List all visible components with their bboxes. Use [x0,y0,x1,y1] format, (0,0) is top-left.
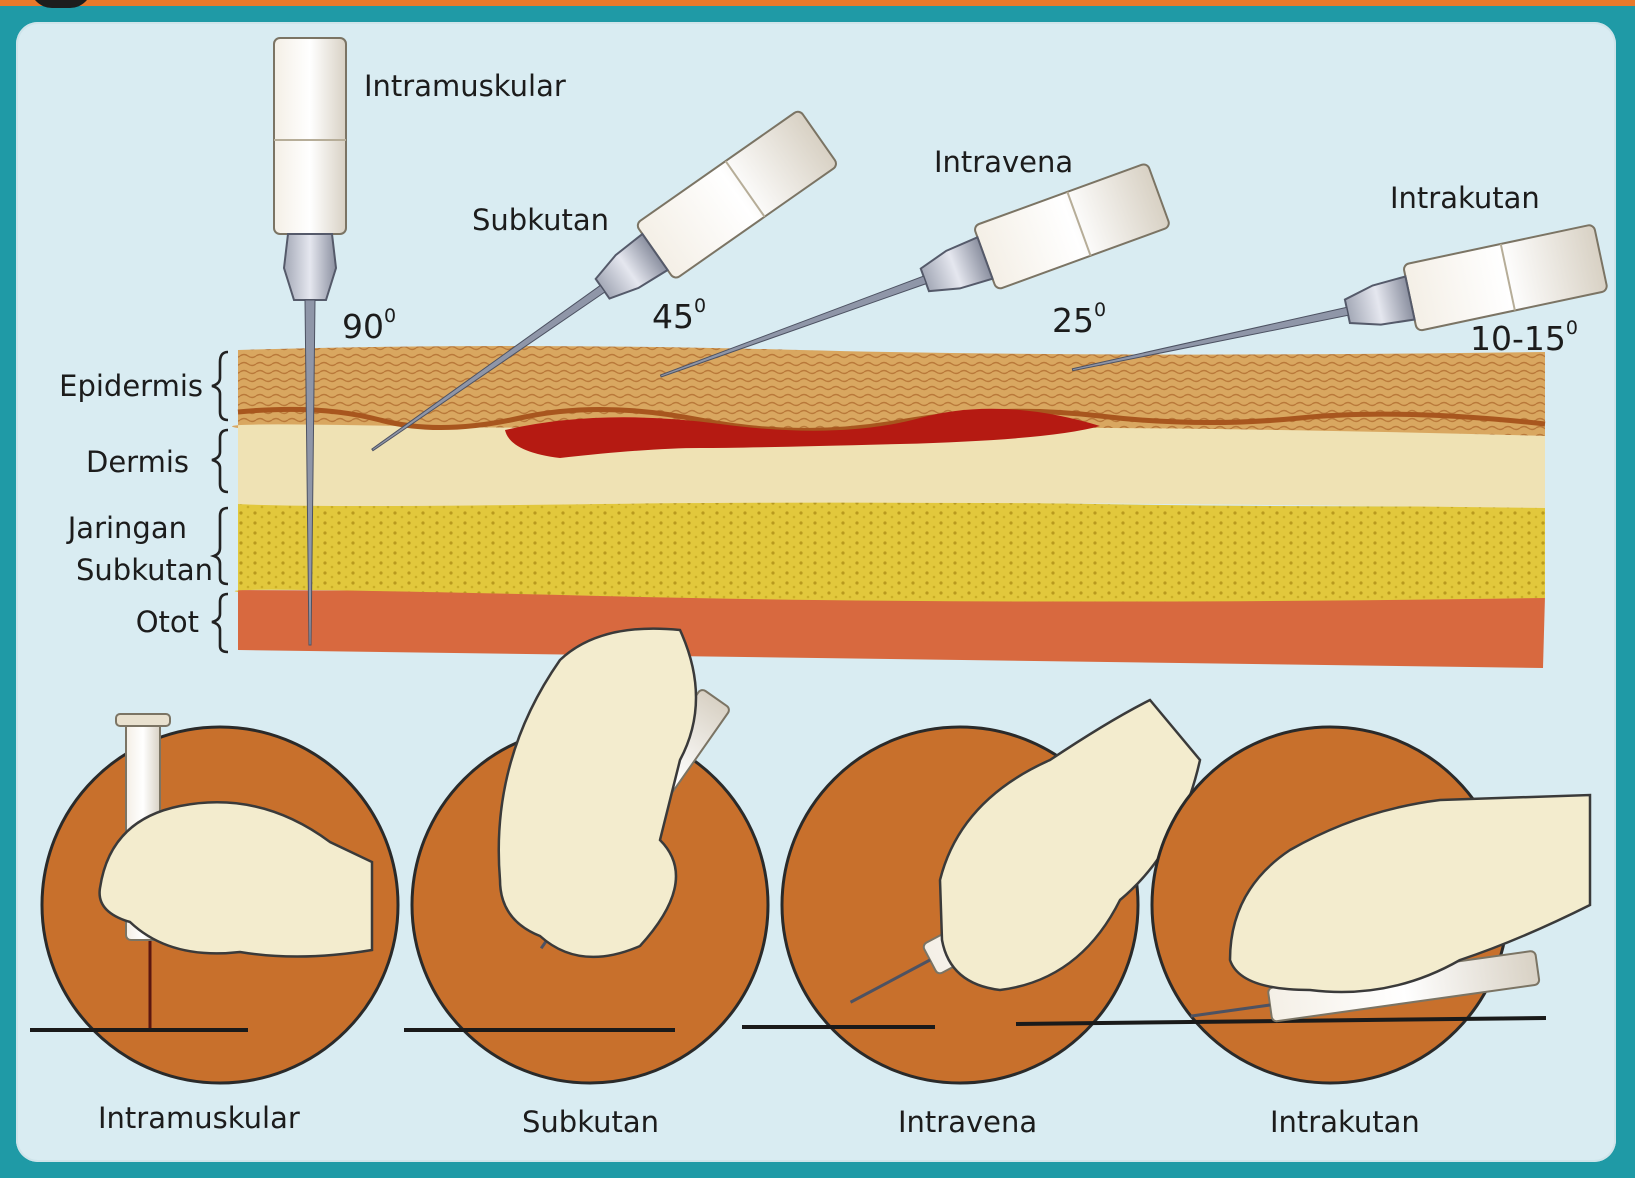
layer-otot: Otot [136,604,199,640]
technique-subkutan [404,629,768,1083]
angle-intramuskular: 900 [342,310,396,343]
layer-jaringan-line2: Subkutan [76,552,213,588]
angle-subkutan: 450 [652,300,706,333]
label-subkutan: Subkutan [472,206,609,235]
layer-epidermis: Epidermis [59,368,203,404]
caption-subkutan: Subkutan [522,1108,659,1137]
angle-intrakutan: 10-150 [1470,322,1578,355]
layer-braces [212,352,228,652]
layer-jaringan-line1: Jaringan [68,510,187,546]
label-intrakutan: Intrakutan [1390,184,1540,213]
caption-intramuskular: Intramuskular [98,1104,300,1133]
label-intravena: Intravena [934,148,1073,177]
label-intramuskular: Intramuskular [364,72,566,101]
technique-intravena [742,700,1200,1083]
muscle-layer [238,590,1545,668]
skin-cross-section [232,346,1545,668]
caption-intrakutan: Intrakutan [1270,1108,1420,1137]
angle-intravena: 250 [1052,304,1106,337]
layer-dermis: Dermis [86,444,189,480]
caption-intravena: Intravena [898,1108,1037,1137]
technique-intramuskular [30,714,398,1083]
subcutaneous-layer [235,496,1545,601]
